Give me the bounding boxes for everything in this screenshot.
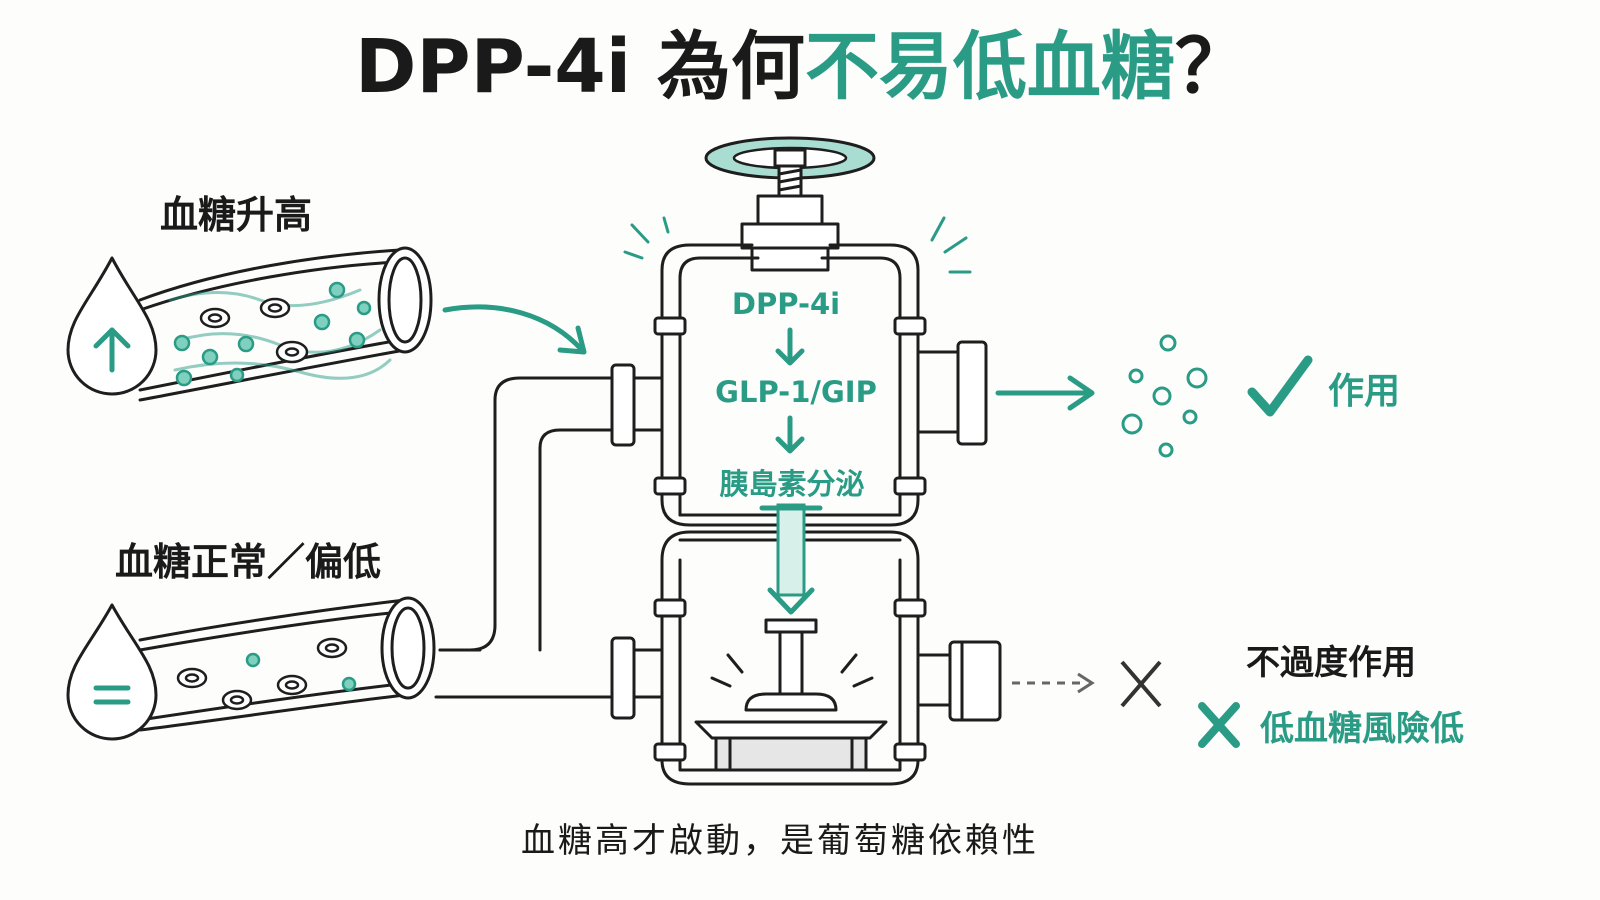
cross-icon bbox=[1120, 660, 1162, 708]
high-glucose-label: 血糖升高 bbox=[160, 193, 312, 237]
connector-pipes bbox=[434, 376, 614, 699]
title-highlight: 不易低血糖 bbox=[805, 24, 1175, 110]
equals-icon bbox=[93, 685, 131, 705]
down-arrow-icon bbox=[775, 327, 805, 366]
glucose-bubbles bbox=[1121, 334, 1208, 458]
flow-arrow-in bbox=[442, 304, 585, 353]
arrow-up-icon bbox=[93, 327, 131, 373]
x-mark-icon bbox=[1198, 702, 1240, 748]
outcome-inactive-line1: 不過度作用 bbox=[1246, 643, 1416, 683]
flow-arrow-out bbox=[995, 375, 1095, 411]
check-icon bbox=[1247, 355, 1313, 417]
valve-step-insulin: 胰島素分泌 bbox=[719, 467, 864, 501]
normal-glucose-label: 血糖正常／偏低 bbox=[115, 540, 381, 584]
valve-assembly bbox=[610, 136, 1002, 786]
title-suffix: ？ bbox=[1175, 24, 1249, 110]
down-arrow-icon bbox=[775, 415, 805, 454]
outcome-active-label: 作用 bbox=[1328, 371, 1400, 412]
page-title: DPP-4i 為何不易低血糖？ bbox=[355, 24, 1249, 110]
outcome-inactive-line2: 低血糖風險低 bbox=[1260, 709, 1464, 749]
dashed-arrow-out bbox=[1012, 672, 1095, 694]
valve-step-dpp4i: DPP-4i bbox=[732, 287, 840, 321]
valve-step-glp1-gip: GLP-1/GIP bbox=[715, 375, 877, 409]
title-prefix: DPP-4i 為何 bbox=[355, 24, 805, 110]
normal-glucose-drop bbox=[66, 603, 158, 741]
diagram-caption: 血糖高才啟動，是葡萄糖依賴性 bbox=[521, 821, 1039, 861]
high-glucose-vessel bbox=[138, 246, 433, 402]
high-glucose-drop bbox=[66, 256, 158, 396]
normal-glucose-vessel bbox=[138, 596, 436, 732]
